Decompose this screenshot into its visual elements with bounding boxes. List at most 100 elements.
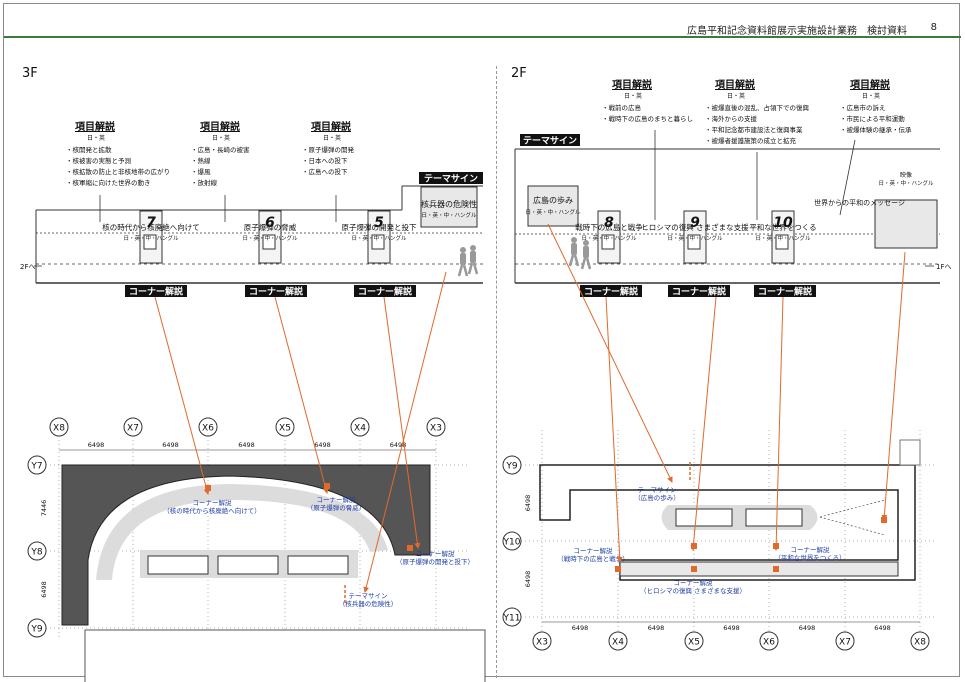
f2-kaisetsu-2-lang: 日・英 [862,92,880,100]
f3-case-3 [287,555,349,575]
f2-person-2-leg1 [580,257,587,270]
f2-axis-y-1: Y10 [503,538,521,548]
page-number: 8 [930,22,937,33]
f3-dim-x-4: 6498 [390,441,407,449]
f3-kaisetsu-0-lang: 日・英 [87,134,105,142]
f3-section-title-2: 原子爆弾の開発と投下 [342,222,417,232]
f3-kaisetsu-1-lang: 日・英 [212,134,230,142]
f2-intro-sign [527,185,579,227]
f3-bullet-2-2: ・広島への投下 [302,167,348,176]
f2-person-1-leg1 [568,254,575,267]
f2-section-lang-2: 日・英・中・ハングル [755,234,811,242]
f2-axis-x-2: X5 [688,638,700,648]
f2-video-title: 世界からの平和のメッセージ [814,198,905,207]
f3-theme-label: テーマサイン [424,174,478,185]
f3-kaisetsu-1-title: 項目解説 [200,120,240,133]
f2-corner-label-0: コーナー解説 [584,286,638,298]
f3-kaisetsu-2-lang: 日・英 [323,134,341,142]
f3-kaisetsu-0-title: 項目解説 [75,120,115,133]
f2-marker-2 [615,566,621,572]
f3-person-1-leg1 [457,264,464,277]
f2-stair [899,439,921,466]
f3-corner-label-0: コーナー解説 [129,286,183,298]
f3-corner-label-1-bg [245,285,307,297]
f2-axis-x-4-circle [835,631,855,651]
f2-marker-4 [773,566,779,572]
f3-plan-callout-0-l1: コーナー解説 [193,498,233,507]
f2-axis-y-0: Y9 [505,462,517,472]
f2-plan-callout-3-l1: コーナー解説 [791,545,831,554]
floor-3f-group: 項目解説日・英・核開発と拡散・核被害の実態と予測・核拡散の防止と非核地帯の広がり… [20,120,486,682]
f3-person-2 [467,245,479,275]
f2-axis-x-1: X4 [612,638,624,648]
f2-section-0-screen [601,234,615,250]
f2-section-lang-0: 日・英・中・ハングル [581,234,637,242]
f3-person-1-leg2 [462,264,469,277]
f2-person-2 [580,240,592,270]
f3-person-2-leg2 [472,262,479,275]
f2-axis-x-5: X8 [914,638,926,648]
f2-corner-label-1-bg [668,285,730,297]
f2-marker-5 [881,517,887,523]
f2-section-1-num: 9 [690,215,700,231]
f2-corner-label-2: コーナー解説 [758,286,812,298]
f2-person-2-body [583,246,589,258]
f2-dim-x-3: 6498 [799,624,816,632]
f3-axis-x-4: X4 [354,424,366,434]
f2-video-label: 映像 [900,171,912,179]
f2-dim-x-1: 6498 [648,624,665,632]
f3-person-1-body [460,253,466,265]
f3-plan-floor-band [96,484,388,580]
f2-plan-callout-2-l2: （ヒロシマの復興 さまざまな支援） [640,586,746,595]
f2-section-1-screen [687,234,701,250]
f2-kaisetsu-1-lang: 日・英 [727,92,745,100]
f3-section-1-screen [262,234,276,250]
f3-dim-x-1: 6498 [162,441,179,449]
f3-section-2-screen [371,234,385,250]
f2-corner-label-2-bg [754,285,816,297]
f2-bullet-1-2: ・平和記念都市建設法と復興事業 [705,125,803,134]
f3-person-1 [457,247,469,277]
f2-plan-corridor [619,561,899,577]
f3-section-lang-0: 日・英・中・ハングル [123,234,179,242]
f3-axis-x-3: X5 [279,424,291,434]
f3-case-1 [147,555,209,575]
f2-section-2-screen [775,234,789,250]
f2-bullet-1-0: ・被爆直後の混乱、占領下での復興 [705,103,810,112]
f2-theme-label: テーマサイン [523,136,577,147]
f2-dim-x-0: 6498 [572,624,589,632]
f3-arrow-3 [363,271,447,593]
f3-bullet-0-0: ・核開発と拡散 [66,145,112,154]
f2-leader-2 [839,139,856,216]
f3-section-lang-1: 日・英・中・ハングル [242,234,298,242]
f2-axis-x-1-circle [608,631,628,651]
f2-plan-callout-0-l2: （広島の歩み） [634,493,680,502]
f2-intro-lang: 日・英・中・ハングル [525,208,581,216]
f2-person-2-leg2 [585,257,592,270]
f3-axis-x-2: X6 [202,424,214,434]
f2-person-1 [568,237,580,267]
f2-to1f-label: 1Fへ [936,263,951,271]
f2-plan-callout-0-l1: テーマサイン [638,486,677,494]
f2-section-title-2: 平和な世界をつくる [749,222,816,232]
f3-bullet-1-3: ・放射線 [191,178,218,187]
f2-video-throw-1 [819,499,886,518]
f2-person-1-head [571,237,577,243]
f2-person-1-body [571,243,577,255]
f2-dim-x-2: 6498 [723,624,740,632]
f3-plan-callout-1-l1: コーナー解説 [317,495,357,504]
f3-plan-callout-2-l1: コーナー解説 [416,549,456,558]
f3-bullet-1-1: ・熱線 [191,156,211,165]
f2-section-title-0: 戦時下の広島と戦争 [575,222,643,232]
f2-marker-3 [691,566,697,572]
f3-axis-x-1: X7 [127,424,139,434]
f3-person-2-head [470,245,476,251]
f2-bullet-1-1: ・海外からの支援 [705,114,758,123]
f3-corner-label-1: コーナー解説 [249,286,303,298]
f3-dim-y-0: 7446 [40,500,48,517]
f2-axis-x-0-circle [532,631,552,651]
f3-dim-x-2: 6498 [238,441,255,449]
f3-theme-label-bg [419,172,483,184]
f2-arrow-0 [547,223,673,483]
f2-bullet-2-1: ・市民による平和運動 [840,114,905,123]
